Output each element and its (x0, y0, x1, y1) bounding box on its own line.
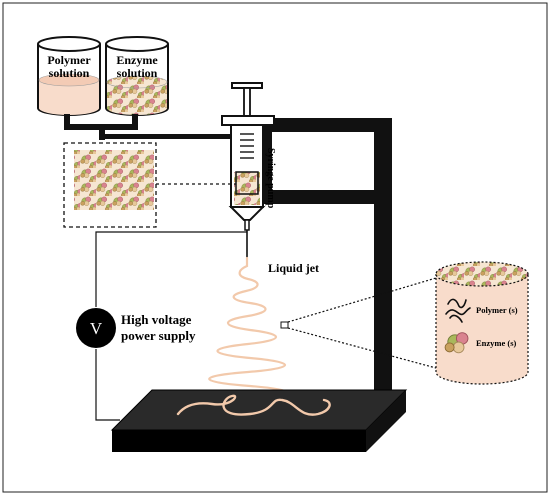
liquid-jet-spiral (208, 256, 288, 402)
collector-plate (110, 389, 408, 452)
syringe-pump-label: Syringe pump (265, 148, 276, 209)
syringe-zoom-box (235, 171, 259, 195)
stand (252, 118, 392, 390)
zoom-connector-fiber-bottom (287, 327, 437, 369)
mixture-zoom-panel (74, 150, 154, 210)
polymer-solution-label-line1: Polymer (47, 53, 91, 67)
feed-tubes (64, 114, 233, 140)
power-supply-label-line1: High voltage (121, 312, 192, 327)
legend-enzyme-label: Enzyme (s) (476, 338, 517, 348)
enzyme-solution-label-line1: Enzyme (116, 53, 158, 67)
mixture-zoom-panel-border (63, 142, 157, 228)
legend-polymer-label: Polymer (s) (476, 305, 518, 315)
polymer-legend-icon (445, 298, 471, 323)
fiber-sample-marker (280, 321, 289, 329)
voltage-symbol: V (90, 319, 103, 338)
liquid-jet-label: Liquid jet (268, 261, 319, 275)
circuit-wires (95, 231, 247, 421)
enzyme-solution-label-line2: solution (117, 66, 158, 80)
voltage-source-symbol (76, 308, 116, 348)
zoom-connector-fiber-top (287, 277, 437, 323)
polymer-solution-jar (37, 36, 101, 116)
polymer-solution-label-line2: solution (49, 66, 90, 80)
power-supply-label-line2: power supply (121, 328, 196, 343)
deposited-fiber (176, 394, 331, 416)
fiber-cross-section (435, 261, 529, 385)
